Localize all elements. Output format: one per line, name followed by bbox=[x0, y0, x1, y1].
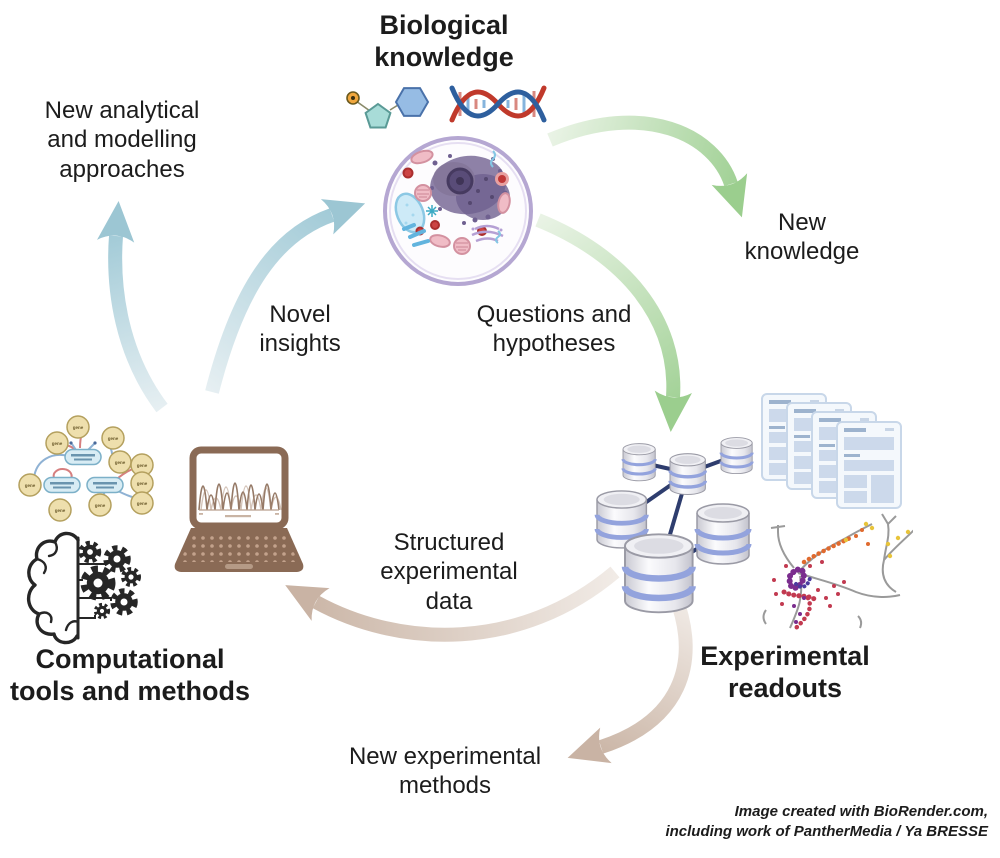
brain-outline bbox=[27, 531, 80, 645]
neuron-signal-dots bbox=[781, 535, 853, 631]
gene-nodes: gene gene gene gene gene gene gene gene … bbox=[18, 415, 154, 522]
dna-helix-icon bbox=[449, 85, 547, 123]
network-hubs bbox=[43, 448, 124, 494]
svg-text:gene: gene bbox=[55, 508, 66, 513]
nucleotide-icon bbox=[346, 87, 430, 129]
neuron-yellow-specks bbox=[843, 521, 911, 559]
brain-gears-icon bbox=[27, 531, 141, 645]
arrow-new-experimental bbox=[567, 592, 693, 764]
new-experimental-label: New experimental methods bbox=[348, 743, 542, 800]
database-network-icon bbox=[575, 436, 754, 630]
svg-text:gene: gene bbox=[137, 481, 148, 486]
attribution-line2: including work of PantherMedia / Ya BRES… bbox=[665, 822, 988, 840]
new-knowledge-label: New knowledge bbox=[744, 209, 860, 266]
novel-insights-label: Novel insights bbox=[259, 301, 341, 358]
svg-text:gene: gene bbox=[25, 483, 36, 488]
cell-icon bbox=[383, 136, 533, 286]
experimental-readouts-label: Experimental readouts bbox=[700, 641, 870, 703]
attribution-line1: Image created with BioRender.com, bbox=[734, 803, 988, 820]
cell-centriole bbox=[426, 205, 438, 217]
cell-mitochondria bbox=[410, 149, 511, 255]
gene-network-icon: gene gene gene gene gene gene gene gene … bbox=[18, 415, 154, 522]
arrow-questions-hypotheses bbox=[535, 213, 692, 433]
svg-text:gene: gene bbox=[108, 436, 119, 441]
new-analytical-label: New analytical and modelling approaches bbox=[44, 97, 200, 183]
questions-hypotheses-label: Questions and hypotheses bbox=[476, 301, 632, 358]
arrow-structured-data bbox=[285, 566, 620, 642]
structured-data-label: Structured experimental data bbox=[380, 529, 518, 615]
computational-tools-label: Computational tools and methods bbox=[9, 644, 251, 706]
neuron-orange-specks bbox=[854, 528, 870, 546]
svg-text:gene: gene bbox=[95, 503, 106, 508]
cell-rods bbox=[402, 223, 430, 247]
neuron-red-specks bbox=[772, 560, 846, 608]
neuron-branches bbox=[762, 513, 913, 629]
svg-text:gene: gene bbox=[137, 463, 148, 468]
laptop-screen-chart bbox=[198, 482, 282, 518]
gears bbox=[78, 540, 141, 620]
cell-squiggle bbox=[490, 150, 496, 168]
svg-text:gene: gene bbox=[137, 501, 148, 506]
laptop-chart-icon bbox=[174, 446, 304, 572]
neuron-purple-specks bbox=[792, 596, 806, 624]
neuron-reconstruction-icon bbox=[762, 513, 913, 631]
arrow-new-knowledge bbox=[547, 115, 748, 218]
attribution: Image created with BioRender.com, includ… bbox=[665, 802, 988, 841]
biological-knowledge-label: Biological knowledge bbox=[374, 10, 514, 72]
svg-text:gene: gene bbox=[52, 441, 63, 446]
svg-text:gene: gene bbox=[73, 425, 84, 430]
cell-squiggle2 bbox=[495, 230, 501, 244]
svg-text:gene: gene bbox=[115, 460, 126, 465]
arrow-novel-insights bbox=[205, 199, 366, 394]
cell-nucleus bbox=[430, 154, 510, 225]
arrow-new-analytical bbox=[96, 201, 168, 413]
